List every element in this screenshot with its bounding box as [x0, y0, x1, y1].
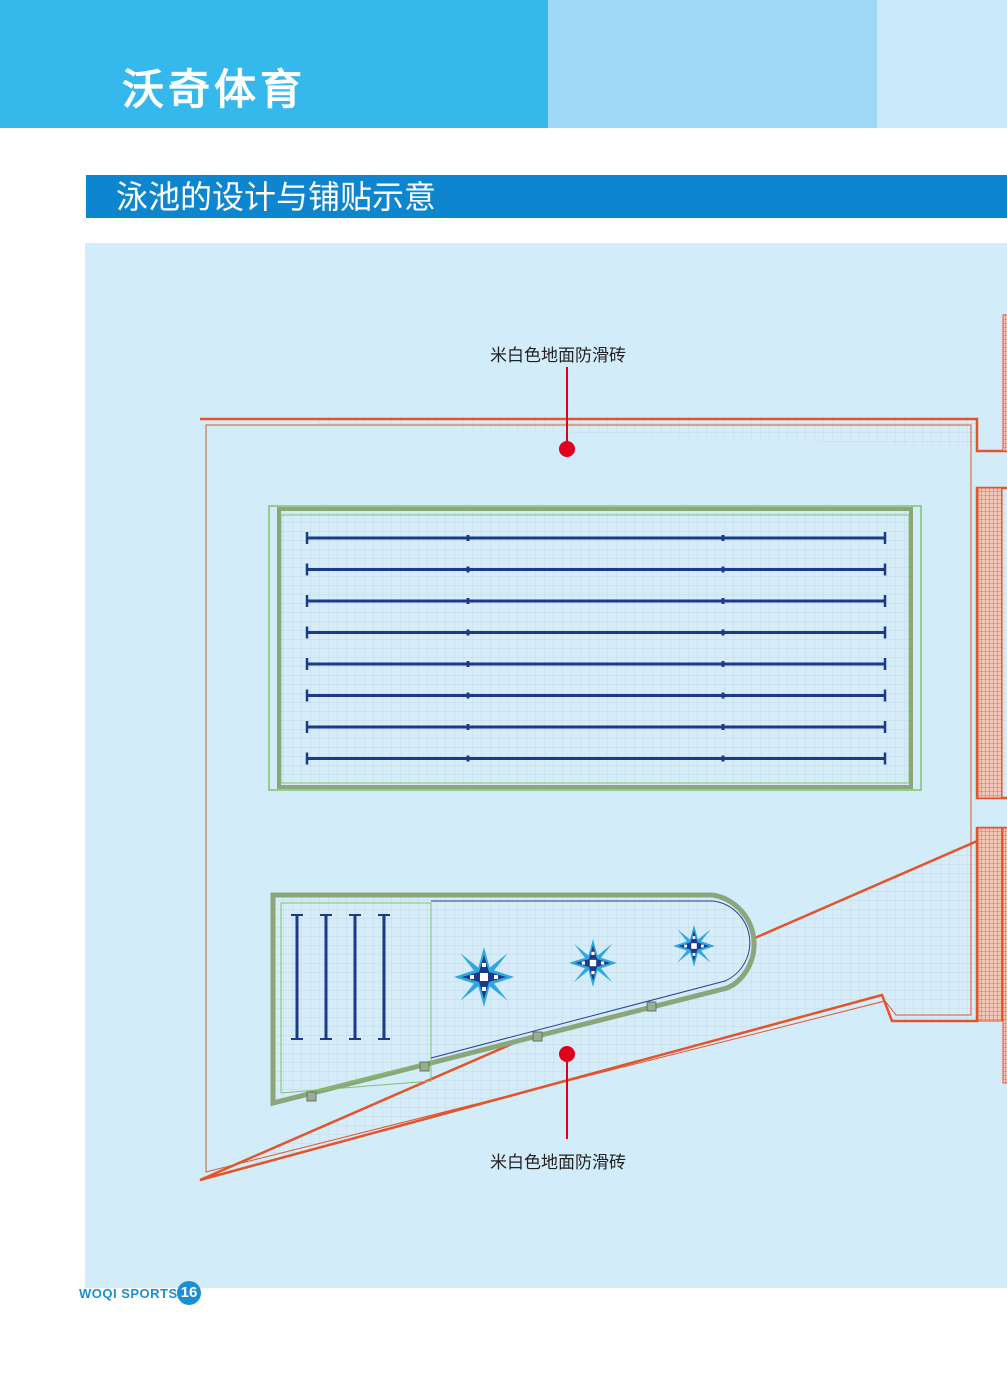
motif-dot: [581, 961, 585, 965]
leisure-pool-inner: [280, 902, 432, 1094]
side-strip-middle: [977, 487, 1003, 799]
motif-dot: [684, 944, 687, 948]
leisure-pool-deep-zone: [430, 900, 751, 1059]
motif-center: [589, 959, 597, 967]
brand-title: 沃奇体育: [122, 65, 307, 114]
mosaic-motif: [569, 939, 617, 987]
gutter-block: [646, 1001, 657, 1012]
callout-bottom-label: 米白色地面防滑砖: [490, 1153, 626, 1173]
header-band-primary: [0, 0, 548, 128]
motif-diagonals: [573, 943, 613, 983]
header-bar: 沃奇体育: [0, 0, 1007, 128]
motif-dot: [470, 975, 474, 979]
callout-top-dot: [559, 441, 575, 457]
page-number-badge: 16: [177, 1281, 201, 1305]
section-title: 泳池的设计与铺贴示意: [116, 178, 437, 216]
mosaic-motif: [673, 925, 715, 967]
side-strip-top: [1002, 314, 1007, 452]
callout-top-label: 米白色地面防滑砖: [490, 346, 626, 366]
ladder-bars: [291, 914, 390, 1040]
side-strip-edge: [1002, 827, 1007, 1084]
lap-pool-rim: [277, 507, 913, 789]
pool-diagram-svg: [199, 314, 1007, 1182]
motif-dot: [701, 944, 704, 948]
motif-dot: [494, 975, 498, 979]
section-title-bar: 泳池的设计与铺贴示意: [86, 175, 1007, 218]
lap-pool-inner: [280, 514, 910, 784]
motif-diagonals: [460, 953, 508, 1001]
motif-dot: [591, 971, 595, 975]
lane-lines: [305, 532, 887, 765]
gutter-block: [419, 1061, 430, 1072]
motif-dot: [692, 936, 696, 939]
gutter-block: [532, 1031, 543, 1042]
footer-brand: WOQI SPORTS: [79, 1286, 178, 1301]
motif-dot: [601, 961, 605, 965]
mosaic-motifs: [454, 925, 715, 1007]
leisure-pool-rim: [270, 892, 757, 1107]
motif-dot: [482, 963, 486, 967]
header-band-tertiary: [877, 0, 1007, 128]
leisure-pool-slope-line: [308, 1060, 432, 1094]
motif-dot: [482, 987, 486, 991]
deck-inner-outline: [205, 424, 972, 1173]
motif-diagonals: [677, 929, 711, 963]
pool-diagram: 米白色地面防滑砖 米白色地面防滑砖: [85, 243, 1007, 1288]
mosaic-motif: [454, 947, 514, 1007]
motif-center: [691, 943, 697, 949]
gutter-block: [306, 1091, 317, 1102]
motif-dot: [692, 953, 696, 956]
motif-center: [480, 973, 488, 981]
motif-dot: [591, 951, 595, 955]
side-strip-bottom: [977, 827, 1003, 1022]
header-band-secondary: [548, 0, 877, 128]
lap-pool-outer: [268, 505, 922, 791]
